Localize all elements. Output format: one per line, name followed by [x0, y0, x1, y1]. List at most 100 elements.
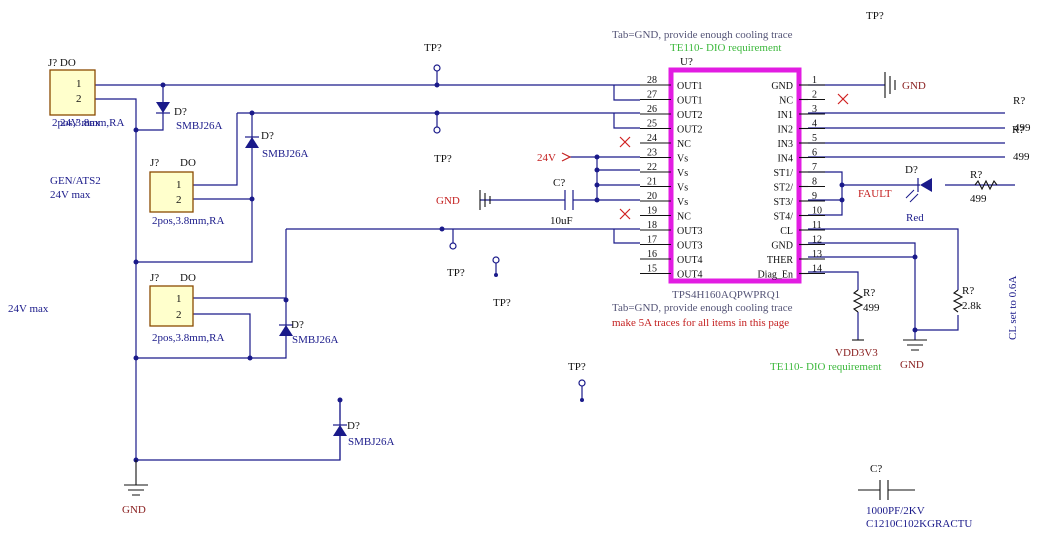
ground-icon — [479, 190, 491, 210]
note-gen-ats-max: 24V max — [50, 189, 91, 201]
resistor-value: 499 — [863, 302, 880, 314]
capacitor-1000pf[interactable]: C? 1000PF/2KV C1210C102KGRACTU — [858, 463, 972, 530]
note-tab-gnd-top: Tab=GND, provide enough cooling trace — [612, 29, 793, 41]
tvs-diode-1[interactable]: D? SMBJ26A — [156, 102, 223, 132]
connector-j3[interactable]: 1 2 J? DO 2pos,3.8mm,RA — [149, 272, 224, 344]
ground-icon — [124, 460, 148, 496]
connector-j2[interactable]: 1 2 J? DO 2pos,3.8mm,RA — [149, 157, 224, 227]
junction-dot — [249, 196, 255, 202]
ic-pin-name: IN1 — [777, 110, 793, 121]
connector-pin2: 2 — [176, 194, 182, 206]
ic-pin-number: 10 — [812, 206, 822, 217]
capacitor-value: 10uF — [550, 215, 573, 227]
junction-dot — [594, 167, 600, 173]
test-point-5[interactable]: TP? — [568, 361, 586, 402]
ic-pin-number: 9 — [812, 191, 817, 202]
test-point-1[interactable]: TP? — [424, 42, 442, 85]
junction-dot — [580, 398, 584, 402]
junction-dot — [839, 182, 845, 188]
resistor-value: 499 — [1013, 151, 1030, 163]
net-gnd-pin1: GND — [884, 72, 926, 98]
net-fault-label: FAULT — [858, 188, 892, 200]
connector-j1[interactable]: 1 2 J? DO 2pos,3.8mm,RA 24V max — [48, 57, 124, 129]
ic-pin-number: 17 — [647, 235, 657, 246]
ic-pin-number: 2 — [812, 90, 817, 101]
ic-pin-name: Vs — [677, 154, 688, 165]
test-point-2[interactable]: TP? — [433, 113, 452, 165]
ic-part-number: TPS4H160AQPWPRQ1 — [672, 289, 780, 301]
ic-pin-name: ST3/ — [774, 197, 794, 208]
test-point-3[interactable]: TP? — [447, 229, 465, 279]
resistor-ref: R? — [970, 169, 982, 181]
led-color: Red — [906, 212, 924, 224]
connector-pin1: 1 — [76, 78, 82, 90]
net-gnd-label: GND — [122, 504, 146, 516]
resistor-cl[interactable]: R? 2.8k — [952, 285, 982, 313]
ic-pin-name: OUT3 — [677, 226, 703, 237]
test-point-4[interactable]: TP? — [492, 256, 511, 309]
ic-pin-number: 4 — [812, 119, 817, 130]
test-point-label: TP? — [568, 361, 586, 373]
ic-ref: U? — [680, 56, 693, 68]
tvs-diode-4[interactable]: D? SMBJ26A — [333, 397, 395, 461]
ic-pin-name: NC — [779, 96, 793, 107]
ic-pin-number: 24 — [647, 133, 657, 144]
ic-pin-name: OUT4 — [677, 255, 703, 266]
tvs-diode-3[interactable]: D? SMBJ26A — [279, 319, 339, 346]
diode-part: SMBJ26A — [292, 334, 339, 346]
ic-pin-name: ST4/ — [774, 212, 794, 223]
diode-ref: D? — [174, 106, 187, 118]
ic-pin-name: IN4 — [777, 154, 793, 165]
ic-pin-name: Diag_En — [757, 270, 793, 281]
test-point-icon — [433, 64, 441, 72]
resistor-vdd[interactable]: R? 499 — [852, 287, 880, 314]
ic-right-pins: 1GND2NC3IN14IN25IN36IN47ST1/8ST2/9ST3/10… — [757, 75, 825, 281]
ic-pin-number: 7 — [812, 162, 817, 173]
net-gnd-ther: GND — [900, 339, 927, 371]
resistor-zigzag-icon — [974, 179, 998, 191]
ic-pin-number: 20 — [647, 191, 657, 202]
net-gnd-label: GND — [902, 80, 926, 92]
ic-pin-name: NC — [677, 139, 691, 150]
diode-part: SMBJ26A — [348, 436, 395, 448]
test-point-label: TP? — [447, 267, 465, 279]
ic-pin-name: OUT1 — [677, 96, 703, 107]
tvs-diode-2[interactable]: D? SMBJ26A — [245, 130, 309, 160]
ic-pin-name: OUT1 — [677, 81, 703, 92]
ic-pin-name: Vs — [677, 197, 688, 208]
ic-pin-number: 12 — [812, 235, 822, 246]
test-point-label: TP? — [424, 42, 442, 54]
resistor-ref: R? — [1012, 124, 1024, 136]
no-connect-x — [619, 208, 631, 220]
connector-ref-type: DO — [180, 157, 196, 169]
junction-dot — [283, 297, 289, 303]
diode-ref: D? — [261, 130, 274, 142]
diode-part: SMBJ26A — [176, 120, 223, 132]
connector-ref: J? — [150, 272, 159, 284]
ic-pin-number: 1 — [812, 75, 817, 86]
connector-desc: 2pos,3.8mm,RA — [152, 332, 224, 344]
fault-led[interactable]: D? Red — [905, 164, 932, 224]
ic-pin-name: GND — [771, 241, 793, 252]
wires — [95, 84, 1015, 461]
ic-pin-name: IN3 — [777, 139, 793, 150]
resistor-zigzag-icon — [952, 289, 964, 313]
resistor-fault[interactable]: R? 499 — [970, 169, 998, 205]
diode-ref: D? — [347, 420, 360, 432]
ic-tps4h160[interactable]: U? TPS4H160AQPWPRQ1 28OUT127OUT126OUT225… — [640, 56, 825, 301]
test-point-icon — [449, 242, 457, 250]
capacitor-10uf[interactable]: C? 10uF — [550, 177, 580, 227]
capacitor-ref: C? — [870, 463, 882, 475]
